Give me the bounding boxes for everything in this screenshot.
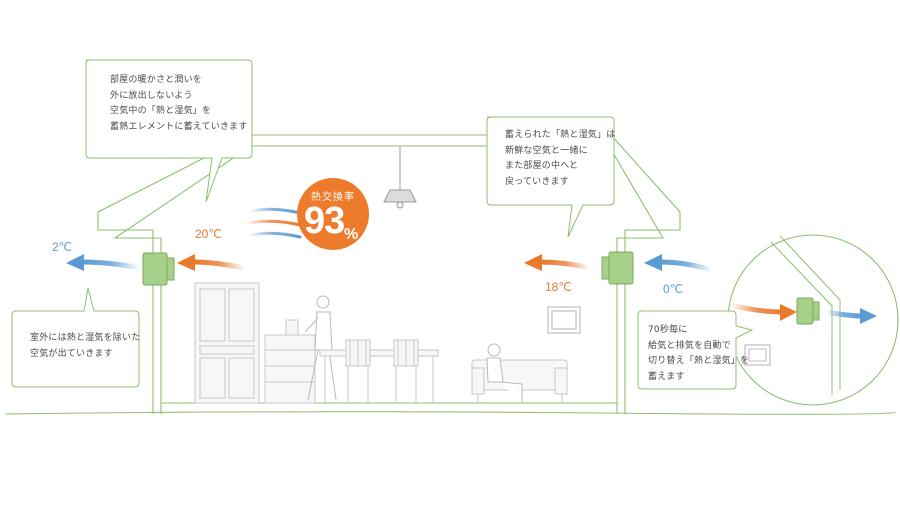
ventilation-unit-left xyxy=(142,252,175,286)
wall-picture xyxy=(547,306,581,334)
efficiency-label: 熱交換率 xyxy=(311,192,355,203)
man-figure xyxy=(486,343,523,402)
temp-indoor-supply: 18℃ xyxy=(545,280,572,294)
airflow-arrows xyxy=(66,207,877,324)
callout-bottom-left-text: 室外には熱と湿気を除いた 空気が出ていきます xyxy=(30,333,141,359)
arrow-supply-outdoor xyxy=(657,259,715,273)
chest-of-drawers xyxy=(264,319,316,404)
callout-top-left-text: 部屋の暖かさと潤いを 外に放出しないよう 空気中の「熱と湿気」を 蓄熱エレメント… xyxy=(110,75,248,132)
arrow-supply-indoor xyxy=(537,259,593,271)
dining-set xyxy=(319,339,439,403)
efficiency-value: 93 xyxy=(304,200,345,242)
callout-bottom-left xyxy=(11,287,140,388)
efficiency-badge xyxy=(297,178,369,250)
ground-line xyxy=(4,411,896,415)
callout-bottom-right xyxy=(637,310,754,390)
callout-top-left xyxy=(85,59,253,203)
pendant-lamp xyxy=(383,146,417,209)
efficiency-unit: % xyxy=(344,226,359,243)
temp-indoor-exhaust: 20℃ xyxy=(195,227,222,241)
temp-outside-exhaust: 2℃ xyxy=(52,240,73,254)
callout-top-right xyxy=(486,116,615,238)
temp-outside-supply: 0℃ xyxy=(663,282,684,296)
callout-top-right-text: 蓄えられた「熱と湿気」は 新鮮な空気と一緒に また部屋の中へと 戻っていきます xyxy=(505,130,616,187)
arrow-zoom-cold xyxy=(823,309,865,319)
ventilation-unit-right xyxy=(601,251,634,285)
arrow-exhaust-indoor xyxy=(190,259,248,271)
arrow-exhaust-outdoor xyxy=(79,259,143,271)
callout-bottom-right-text: 70秒毎に 給気と排気を自動で 切り替え「熱と湿気」を 蓄えます xyxy=(648,325,750,382)
zoom-circle xyxy=(727,234,899,406)
arrow-zoom-warm xyxy=(727,302,785,315)
cupboard xyxy=(194,282,260,404)
